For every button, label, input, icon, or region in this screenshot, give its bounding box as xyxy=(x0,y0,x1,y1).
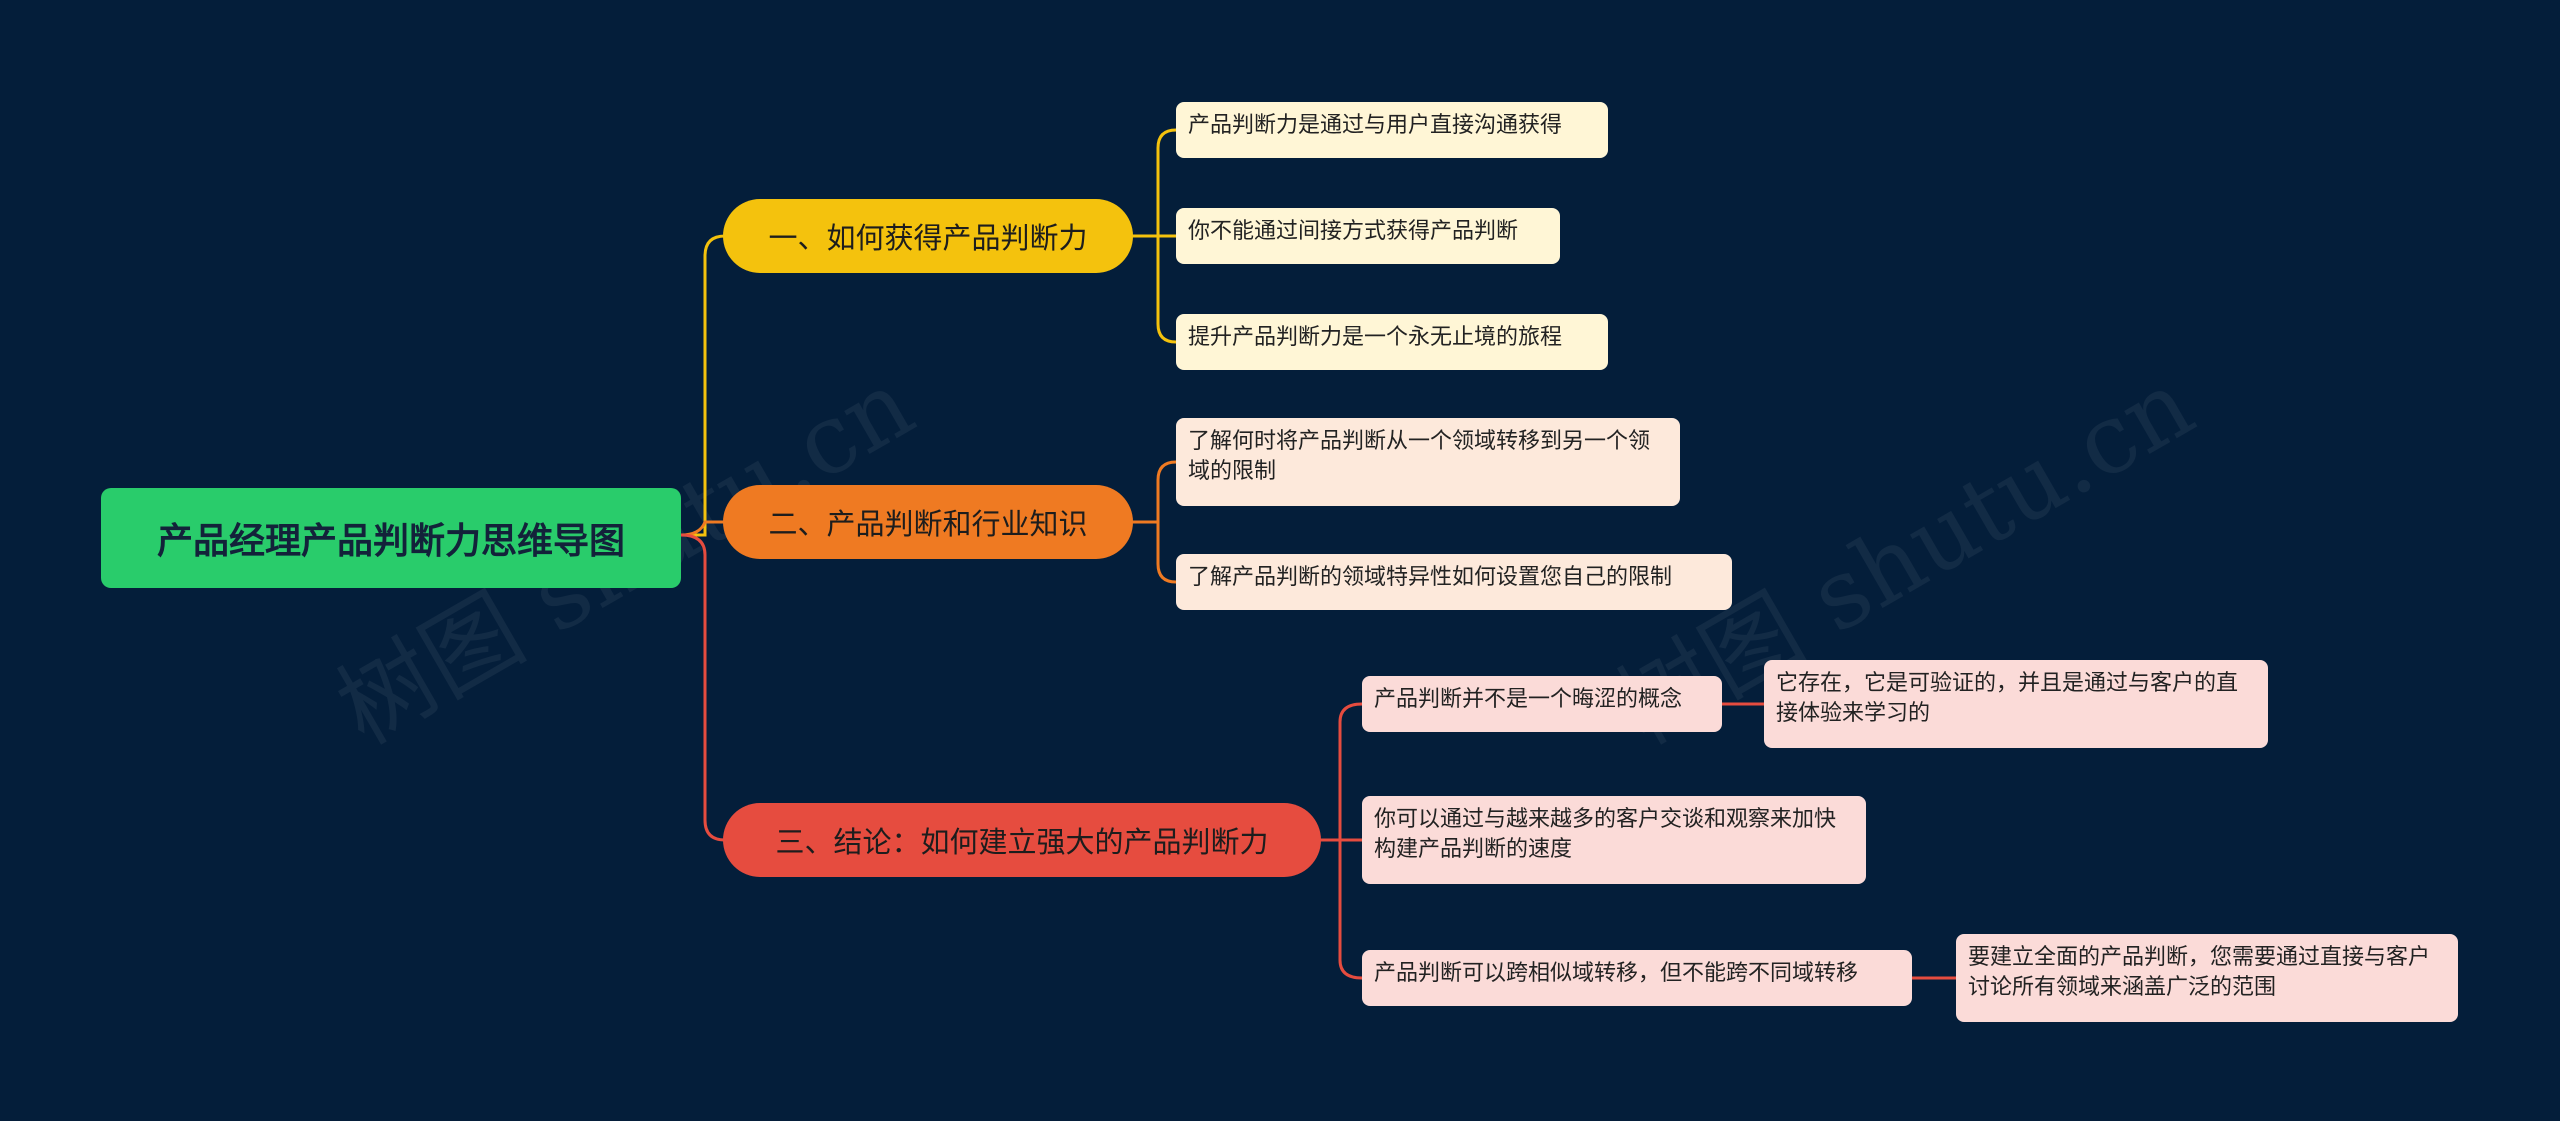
branch-2-subtopic-1[interactable]: 了解何时将产品判断从一个领域转移到另一个领域的限制 xyxy=(1176,418,1680,506)
branch-1-subtopic-3[interactable]: 提升产品判断力是一个永无止境的旅程 xyxy=(1176,314,1608,370)
branch-3-subtopic-2[interactable]: 你可以通过与越来越多的客户交谈和观察来加快构建产品判断的速度 xyxy=(1362,796,1866,884)
branch-topic-3[interactable]: 三、结论：如何建立强大的产品判断力 xyxy=(723,803,1321,877)
branch-2-subtopic-2[interactable]: 了解产品判断的领域特异性如何设置您自己的限制 xyxy=(1176,554,1732,610)
branch-1-subtopic-1[interactable]: 产品判断力是通过与用户直接沟通获得 xyxy=(1176,102,1608,158)
link-root-branch2 xyxy=(680,520,725,537)
branch-topic-2[interactable]: 二、产品判断和行业知识 xyxy=(723,485,1133,559)
branch-3-subtopic-1[interactable]: 产品判断并不是一个晦涩的概念 xyxy=(1362,676,1722,732)
branch-3-subtopic-3-detail[interactable]: 要建立全面的产品判断，您需要通过直接与客户讨论所有领域来涵盖广泛的范围 xyxy=(1956,934,2458,1022)
link-b3-c1 xyxy=(1320,702,1363,842)
link-root-branch3 xyxy=(680,533,726,842)
link-b3-c3 xyxy=(1338,840,1363,980)
link-b2-c1 xyxy=(1132,460,1177,524)
link-b1-c3 xyxy=(1156,236,1177,344)
branch-topic-1[interactable]: 一、如何获得产品判断力 xyxy=(723,199,1133,273)
root-topic[interactable]: 产品经理产品判断力思维导图 xyxy=(101,488,681,588)
link-root-branch1 xyxy=(681,234,726,537)
link-b2-c2 xyxy=(1156,522,1177,584)
branch-1-subtopic-2[interactable]: 你不能通过间接方式获得产品判断 xyxy=(1176,208,1560,264)
link-b1-c1 xyxy=(1132,128,1177,238)
branch-3-subtopic-3[interactable]: 产品判断可以跨相似域转移，但不能跨不同域转移 xyxy=(1362,950,1912,1006)
branch-3-subtopic-1-detail[interactable]: 它存在，它是可验证的，并且是通过与客户的直接体验来学习的 xyxy=(1764,660,2268,748)
